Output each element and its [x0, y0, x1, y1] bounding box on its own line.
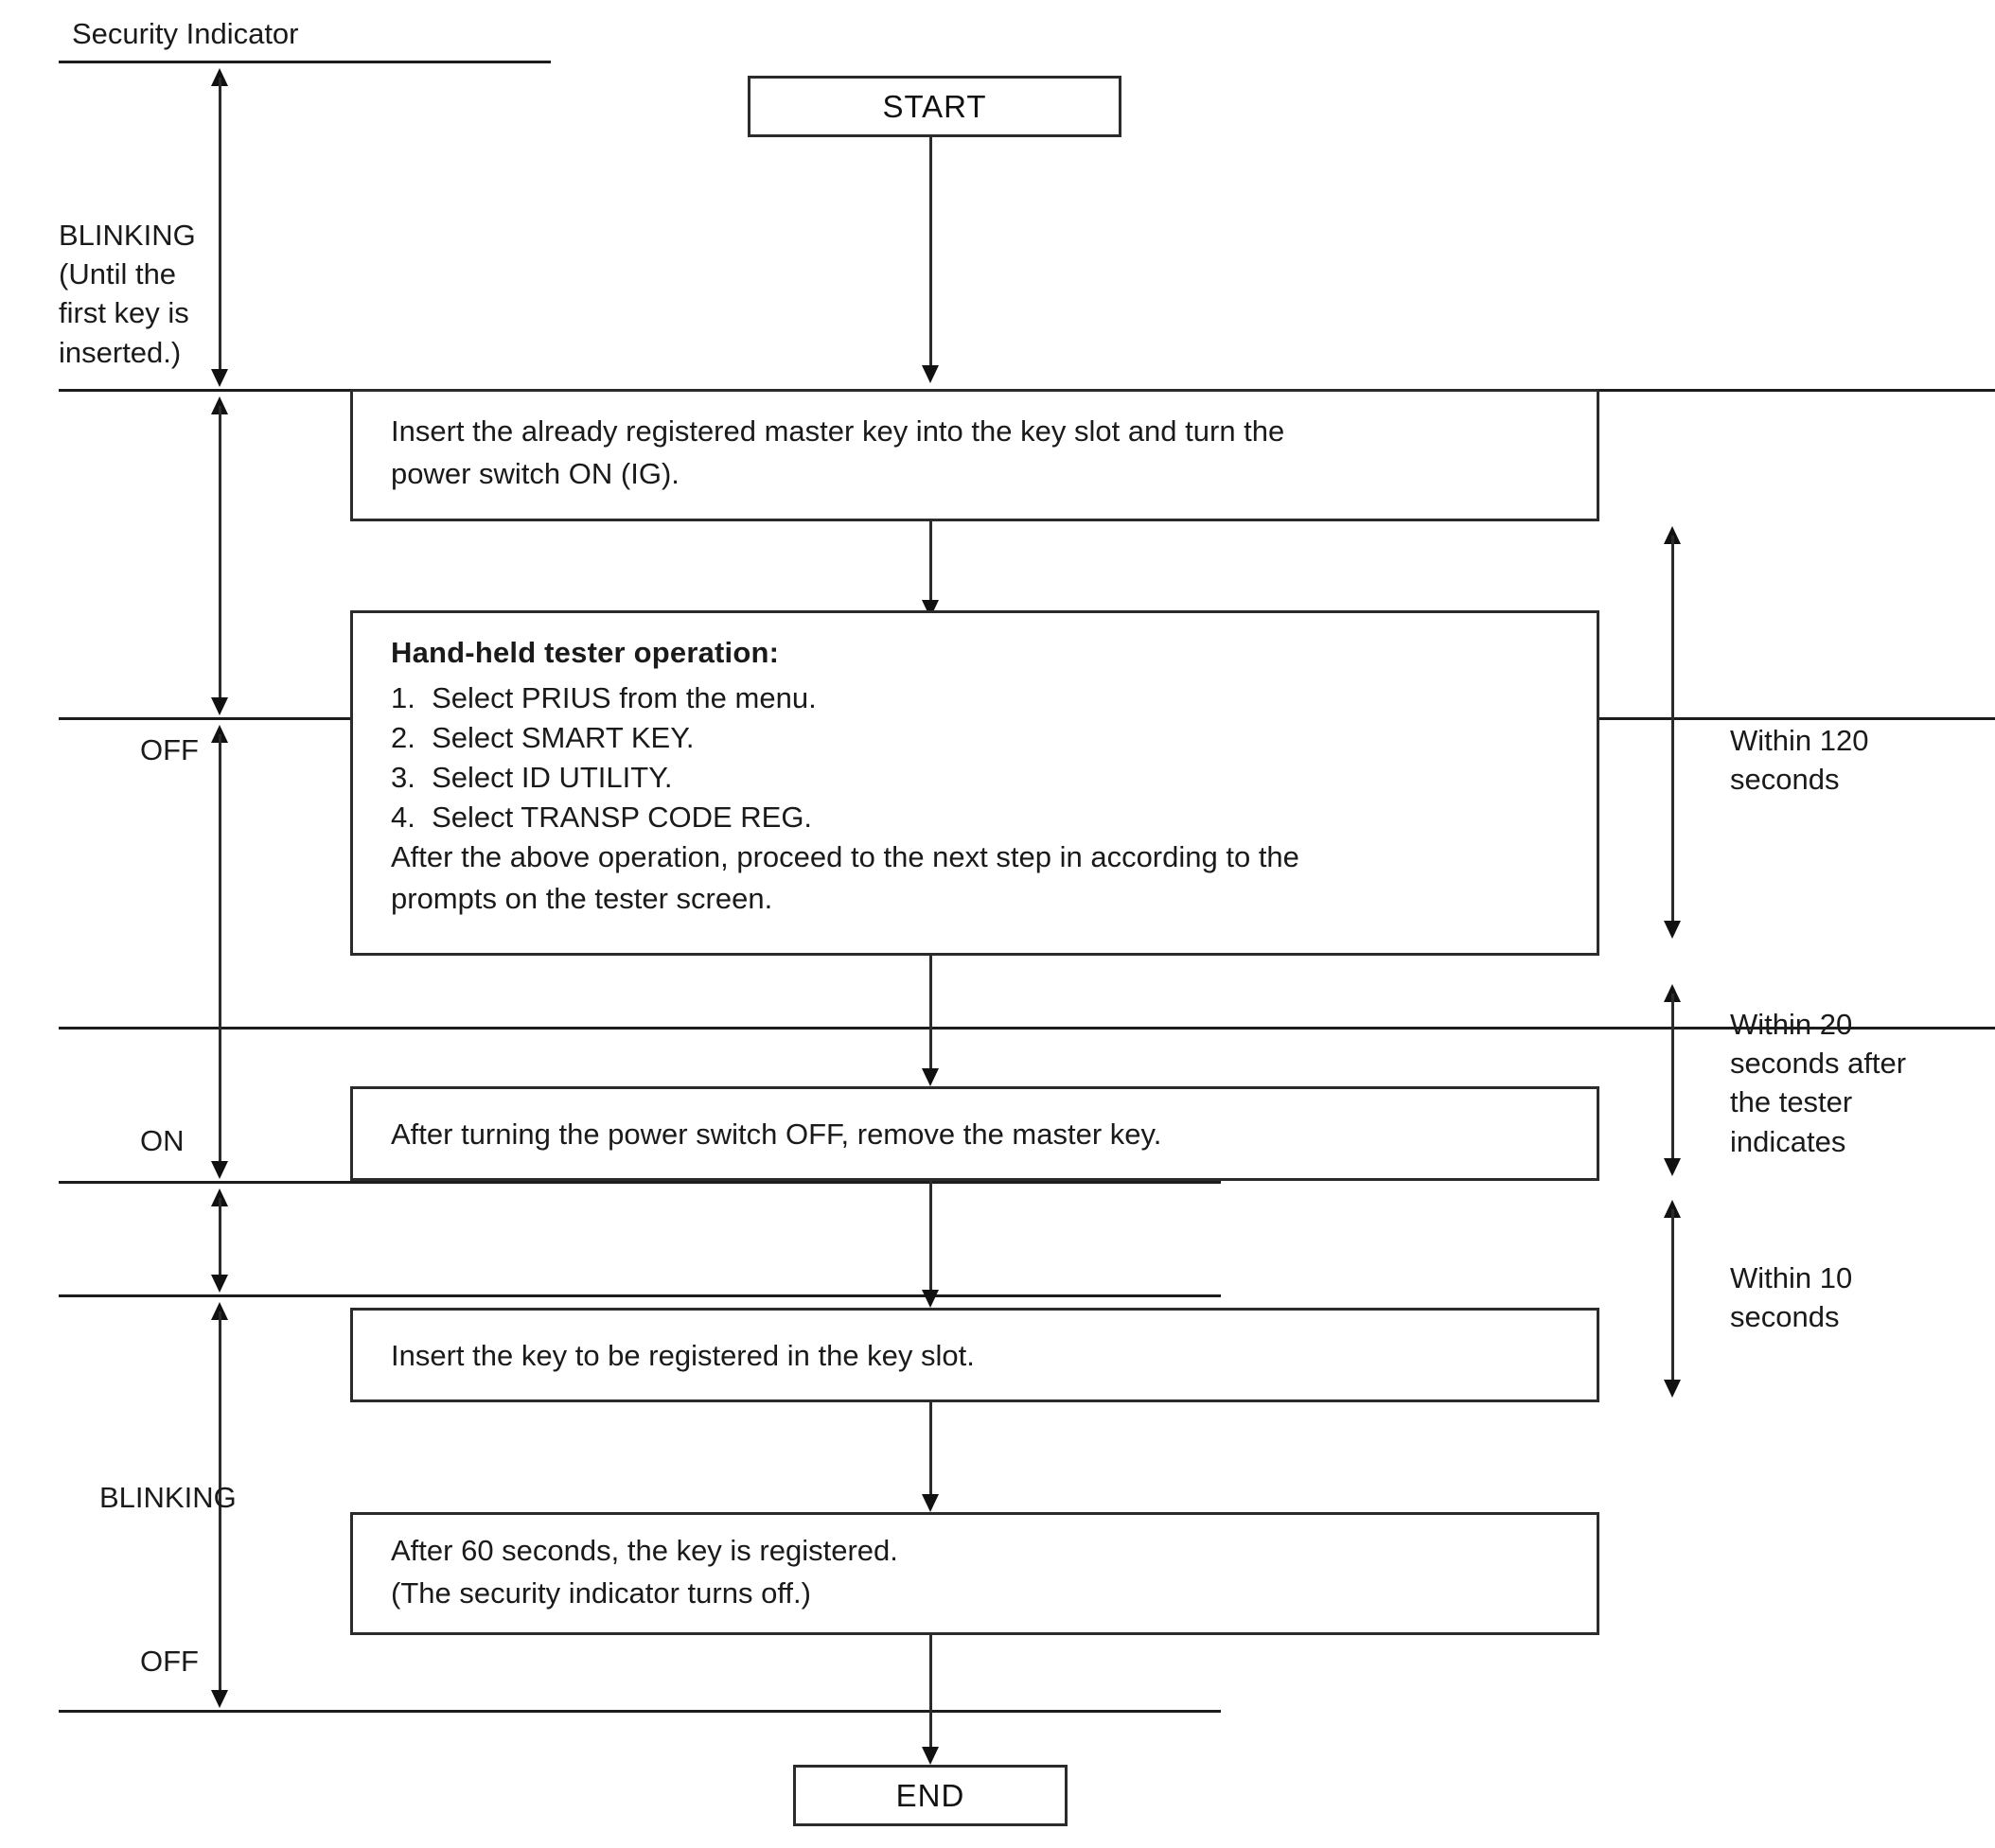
step-box-insert-new-key: Insert the key to be registered in the k…	[350, 1308, 1599, 1402]
state-line-3	[219, 734, 221, 1164]
flow-arrow-start-to-step1	[922, 365, 939, 383]
flow-line-step3-to-step4	[929, 1181, 932, 1293]
state-arrow-down-2	[211, 697, 228, 715]
timing-line-120	[1671, 536, 1674, 924]
timing-line-10	[1671, 1209, 1674, 1382]
step-box-tester-operation: Hand-held tester operation: 1. Select PR…	[350, 610, 1599, 956]
timing-line-20	[1671, 994, 1674, 1161]
flow-line-step5-to-end	[929, 1635, 932, 1751]
step-text-tester-operation: Hand-held tester operation: 1. Select PR…	[353, 613, 1597, 919]
tester-note-line: prompts on the tester screen.	[391, 882, 773, 916]
state-label-blinking: BLINKING	[99, 1481, 237, 1514]
timing-arrow-down-120	[1664, 921, 1681, 939]
start-terminal: START	[748, 76, 1121, 137]
divider-on-mid	[59, 1027, 1995, 1030]
flow-arrow-step3-to-step4	[922, 1290, 939, 1308]
state-arrow-down-5	[211, 1690, 228, 1708]
state-label-blinking-first: BLINKING (Until the first key is inserte…	[59, 219, 196, 369]
tester-step-item: 1. Select PRIUS from the menu.	[391, 680, 817, 714]
flow-arrow-step2-to-step3	[922, 1068, 939, 1086]
flow-line-start-to-step1	[929, 137, 932, 369]
state-arrow-down-1	[211, 369, 228, 387]
timing-arrow-down-10	[1664, 1380, 1681, 1398]
state-arrow-up-3	[211, 725, 228, 743]
end-terminal: END	[793, 1765, 1068, 1826]
state-line-5	[219, 1311, 221, 1692]
divider-on-blinking	[59, 1181, 1221, 1184]
state-arrow-down-3	[211, 1161, 228, 1179]
tester-step-item: 4. Select TRANSP CODE REG.	[391, 801, 813, 835]
flow-line-step1-to-step2	[929, 521, 932, 604]
tester-step-list: 1. Select PRIUS from the menu. 2. Select…	[391, 678, 1559, 838]
step-text-insert-new-key: Insert the key to be registered in the k…	[391, 1339, 975, 1372]
flow-line-step4-to-step5	[929, 1402, 932, 1497]
timing-label-10: Within 10 seconds	[1730, 1261, 1853, 1334]
timing-arrow-up-120	[1664, 526, 1681, 544]
page-title: Security Indicator	[72, 17, 299, 50]
state-label-off: OFF	[140, 733, 199, 766]
flow-line-step2-to-step3	[929, 956, 932, 1071]
flow-arrow-step5-to-end	[922, 1747, 939, 1765]
divider-blinking-off2	[59, 1294, 1221, 1297]
divider-top-left	[59, 61, 551, 63]
state-line-1	[219, 78, 221, 371]
step-box-remove-master-key: After turning the power switch OFF, remo…	[350, 1086, 1599, 1181]
tester-step-item: 3. Select ID UTILITY.	[391, 761, 673, 795]
timing-arrow-down-20	[1664, 1158, 1681, 1176]
step-box-key-registered: After 60 seconds, the key is registered.…	[350, 1512, 1599, 1635]
state-arrow-up-5	[211, 1302, 228, 1320]
state-arrow-up-2	[211, 396, 228, 414]
timing-arrow-up-10	[1664, 1200, 1681, 1218]
state-arrow-up-1	[211, 68, 228, 86]
divider-bottom	[59, 1710, 1221, 1713]
timing-label-120: Within 120 seconds	[1730, 724, 1869, 797]
state-arrow-up-4	[211, 1188, 228, 1206]
timing-label-20: Within 20 seconds after the tester indic…	[1730, 1008, 1907, 1158]
step-box-insert-master-key: Insert the already registered master key…	[350, 389, 1599, 521]
timing-arrow-up-20	[1664, 984, 1681, 1002]
state-line-2	[219, 406, 221, 699]
step-text-insert-master-key: Insert the already registered master key…	[391, 414, 1285, 490]
step-text-key-registered: After 60 seconds, the key is registered.…	[391, 1534, 898, 1610]
tester-heading: Hand-held tester operation:	[391, 636, 780, 669]
state-label-off-last: OFF	[140, 1645, 199, 1678]
step-text-remove-master-key: After turning the power switch OFF, remo…	[391, 1118, 1162, 1151]
tester-step-item: 2. Select SMART KEY.	[391, 721, 695, 755]
state-line-4	[219, 1198, 221, 1277]
flow-arrow-step4-to-step5	[922, 1494, 939, 1512]
state-arrow-down-4	[211, 1275, 228, 1293]
tester-note-line: After the above operation, proceed to th…	[391, 839, 1299, 873]
state-label-on: ON	[140, 1124, 185, 1157]
